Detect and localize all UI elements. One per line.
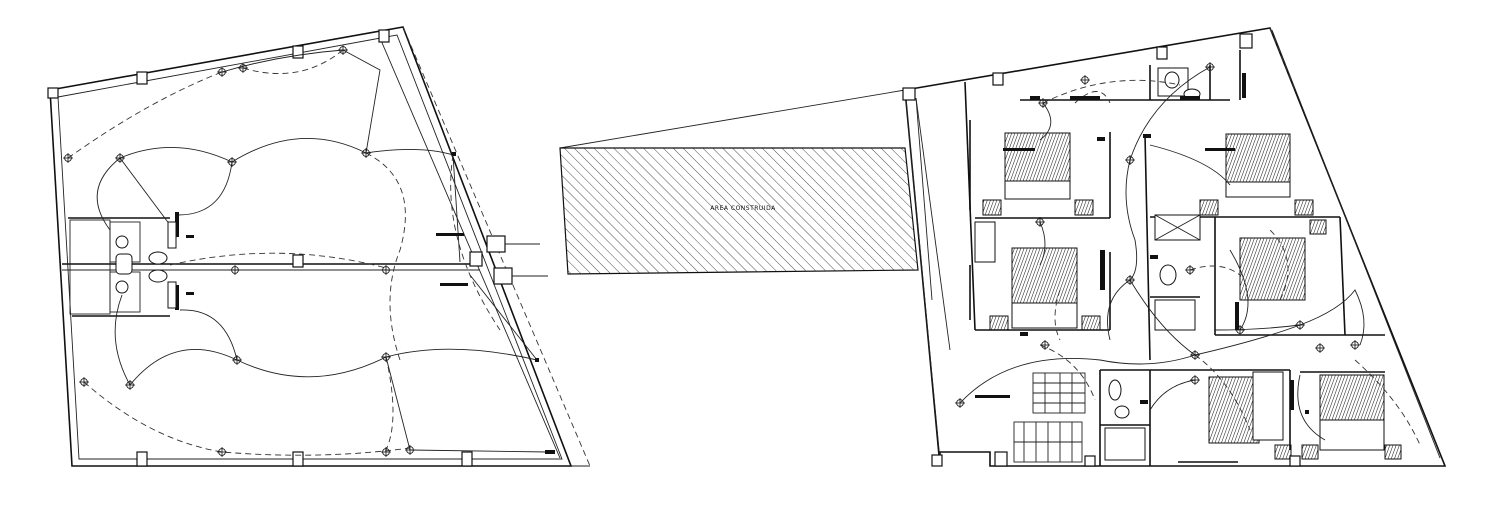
left-lighting-circuits: [96, 49, 549, 453]
right-beds: [1004, 132, 1385, 451]
right-switch-marks: [975, 73, 1309, 414]
left-switch-marks: [175, 152, 555, 454]
right-bathroom-fixtures: [974, 67, 1284, 461]
right-columns: [902, 33, 1301, 467]
right-nightstands: [982, 199, 1402, 460]
left-inner-wall: [57, 34, 563, 460]
left-columns: [47, 29, 513, 467]
right-lighting-circuits: [959, 66, 1365, 441]
left-bathroom-fixtures: [115, 221, 177, 309]
built-area-hatch: [559, 147, 919, 275]
built-area-label: AREA CONSTRUIDA: [710, 205, 776, 212]
left-dashed-circuits: [67, 49, 501, 456]
right-interior-walls: [964, 50, 1385, 466]
built-area-block: AREA CONSTRUIDA: [559, 89, 919, 275]
right-stairs: [1013, 372, 1086, 463]
left-floor-plan: [47, 26, 591, 467]
right-floor-plan: [902, 27, 1447, 467]
left-outlets: [62, 44, 416, 458]
